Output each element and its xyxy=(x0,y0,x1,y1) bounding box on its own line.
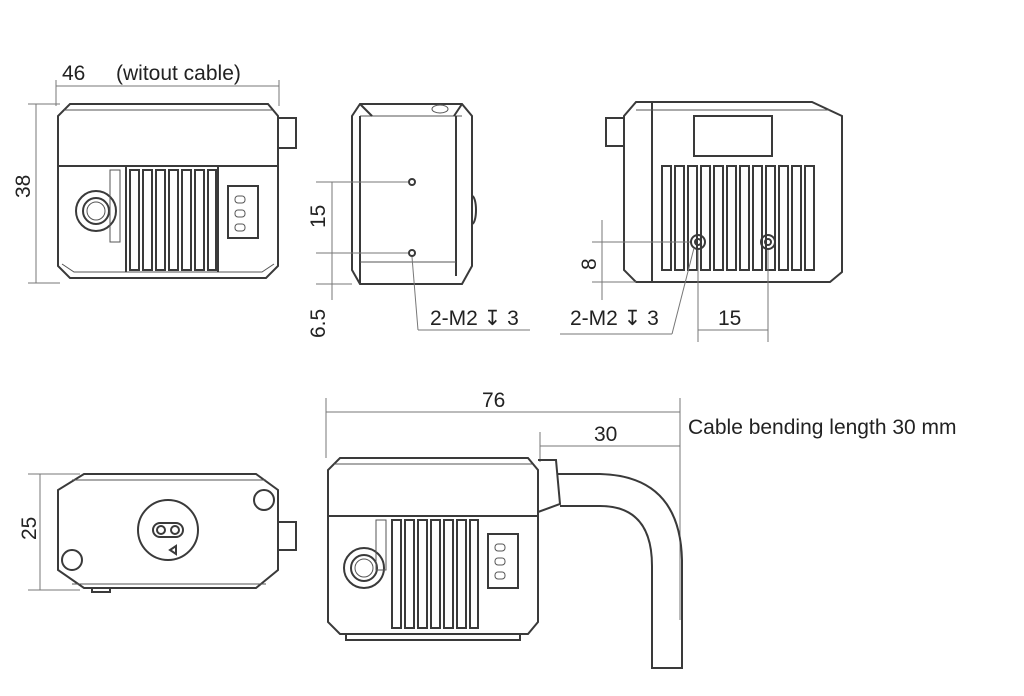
side-hole-callout: 2-M2 ↧ 3 xyxy=(430,307,519,330)
front-width-label: 46 xyxy=(62,62,85,85)
led-icon xyxy=(487,533,519,589)
back-view: 8 15 2-M2 ↧ 3 xyxy=(560,101,843,342)
front-height-label: 38 xyxy=(12,175,35,198)
front-fins xyxy=(109,166,219,272)
back-hole-callout: 2-M2 ↧ 3 xyxy=(570,307,659,330)
cable-length-label: 76 xyxy=(482,389,505,412)
front-view: 46 (witout cable) 38 xyxy=(12,62,297,284)
top-view: 25 xyxy=(18,473,297,593)
back-fins xyxy=(661,165,815,271)
mount-hole-icon xyxy=(408,249,416,257)
back-spacing-label: 15 xyxy=(718,307,741,330)
lens-icon xyxy=(75,190,117,232)
led-icon xyxy=(227,185,259,239)
mount-hole-icon xyxy=(760,234,776,250)
connector-icon xyxy=(137,499,199,561)
back-height-label: 8 xyxy=(578,258,601,270)
side-spacing-label: 15 xyxy=(307,205,330,228)
side-offset-label: 6.5 xyxy=(307,309,330,338)
front-width-note: (witout cable) xyxy=(116,62,241,85)
top-depth-label: 25 xyxy=(18,517,41,540)
cable-note: Cable bending length 30 mm xyxy=(688,416,957,439)
mount-hole-icon xyxy=(408,178,416,186)
cable-offset-label: 30 xyxy=(594,423,617,446)
side-view: 15 6.5 2-M2 ↧ 3 xyxy=(307,103,530,338)
cable-view: 76 30 Cable bending length 30 mm xyxy=(325,389,957,669)
mount-hole-icon xyxy=(690,234,706,250)
lens-icon xyxy=(343,547,385,589)
